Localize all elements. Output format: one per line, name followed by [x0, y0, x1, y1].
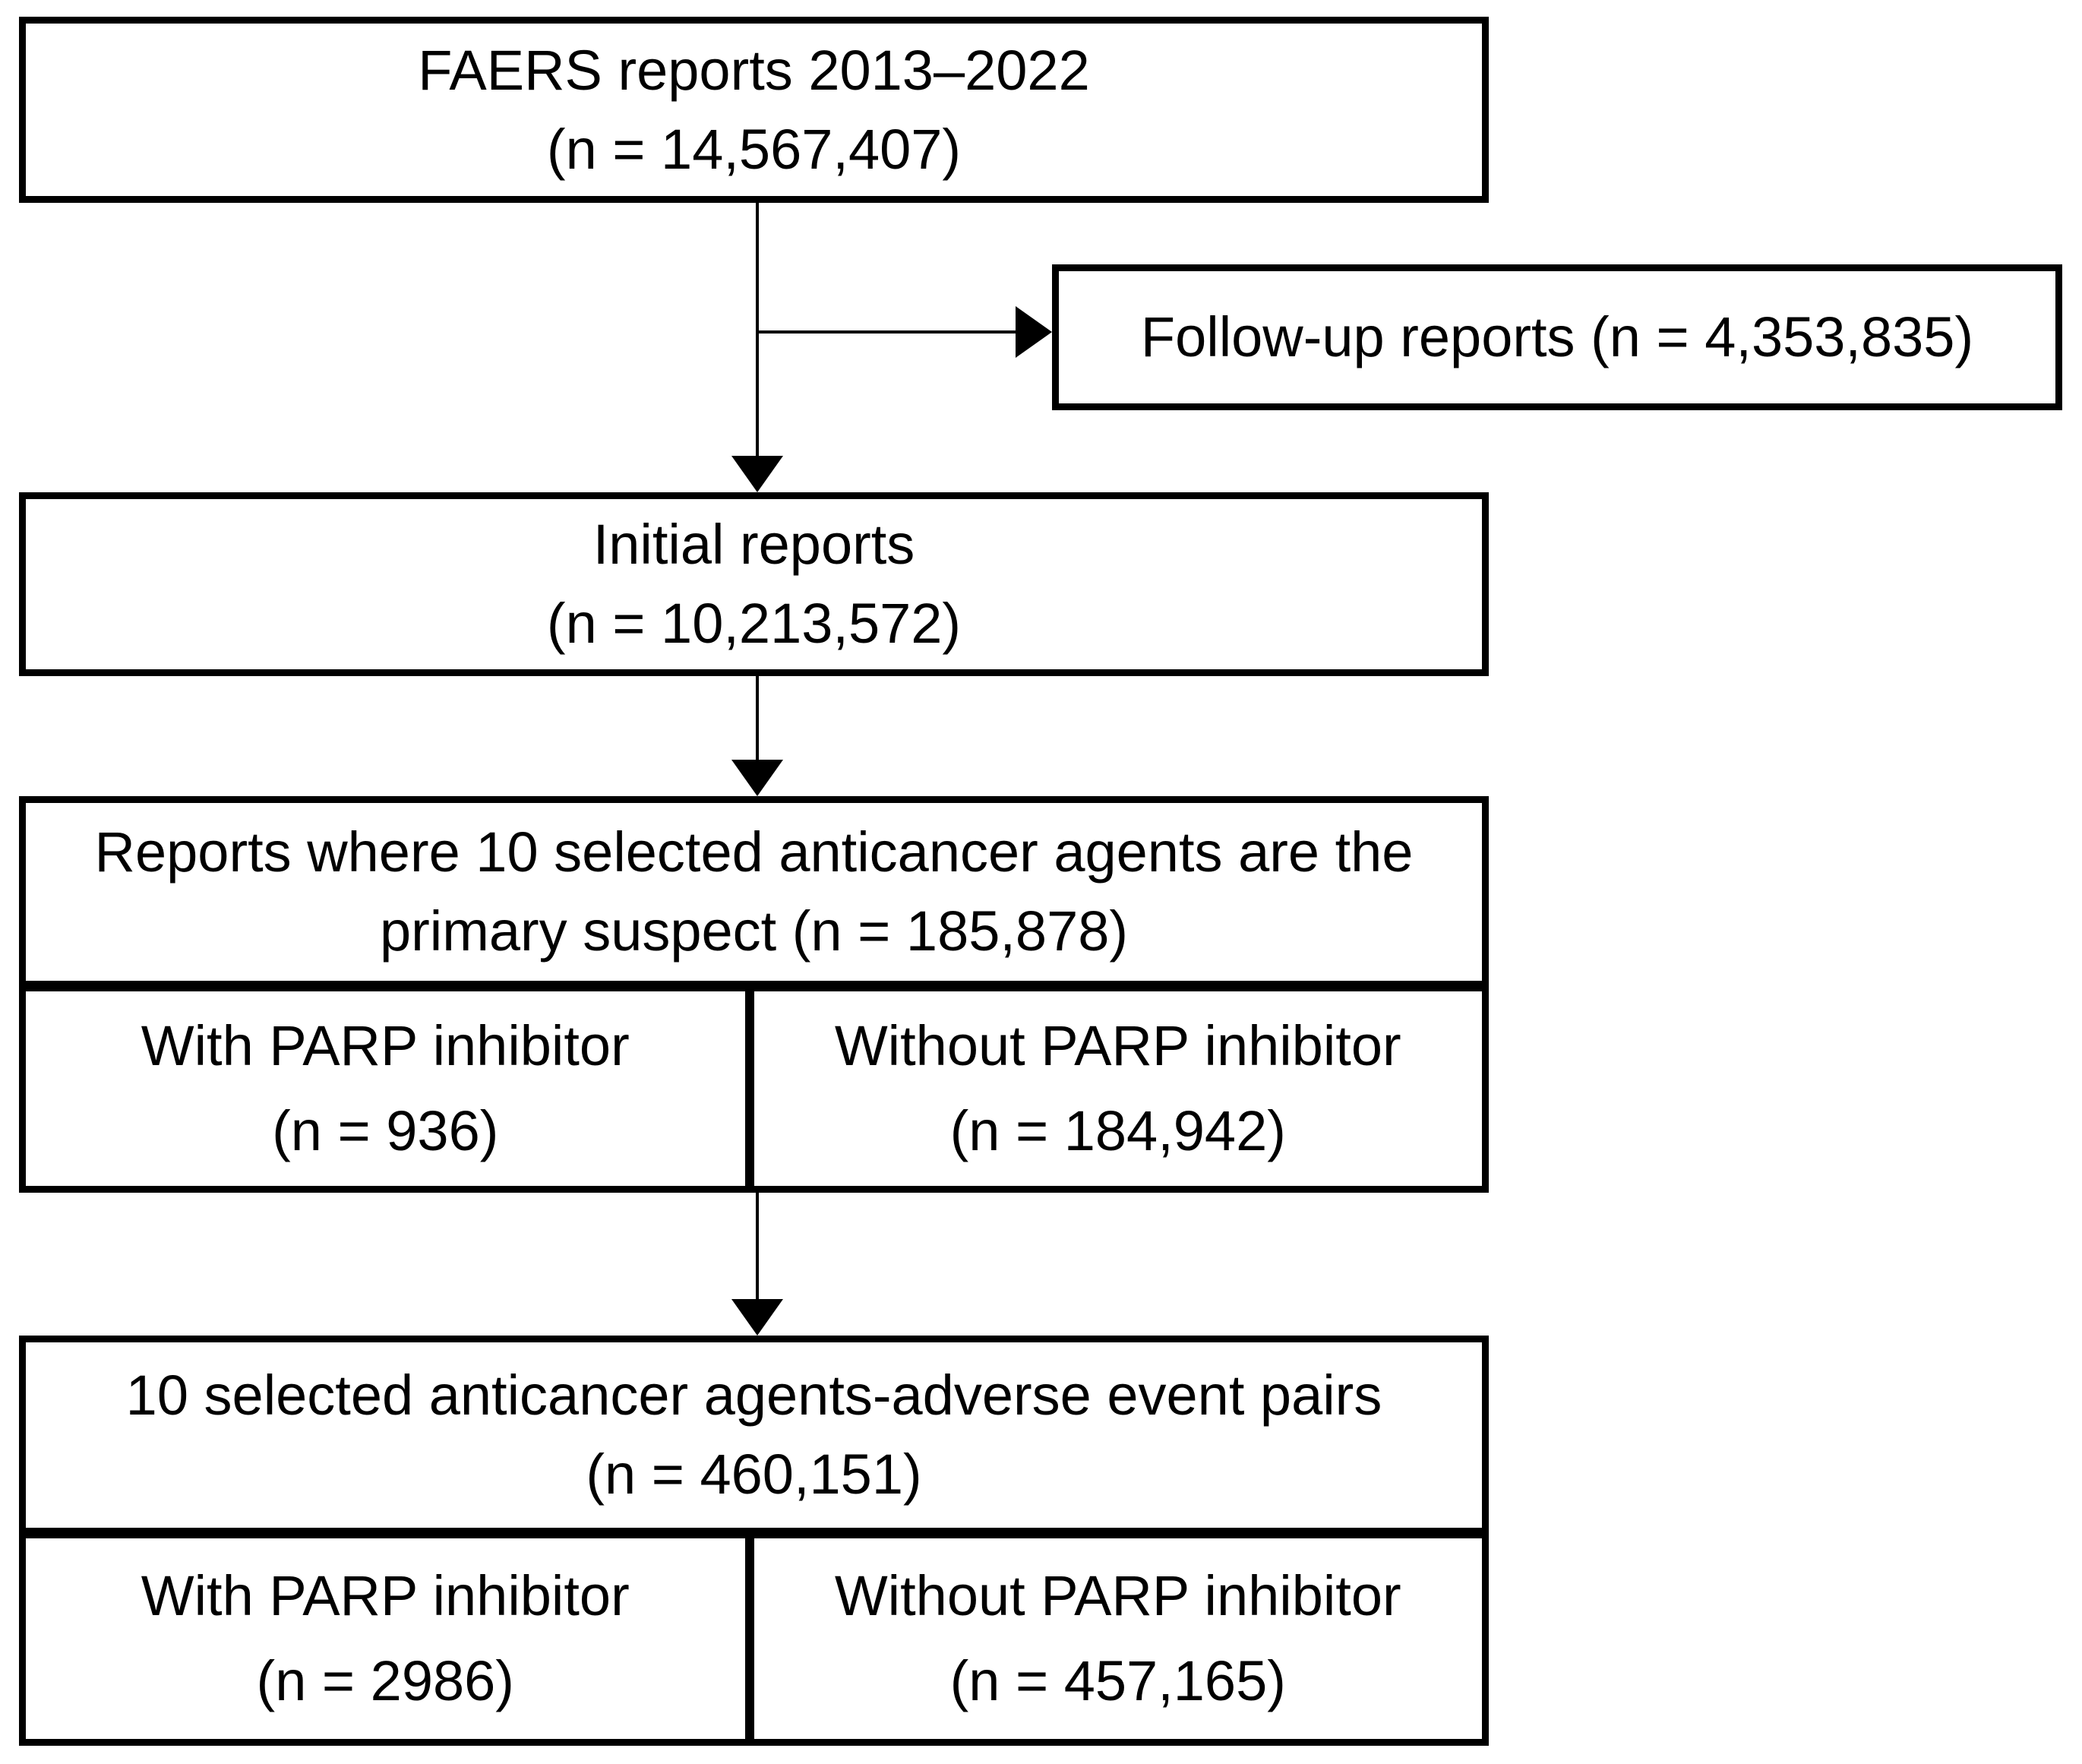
with-parp-label: With PARP inhibitor	[141, 1564, 630, 1627]
event-pairs-without-parp-cell: Without PARP inhibitor (n = 457,165)	[754, 1538, 1483, 1739]
flow-box-followup-reports: Follow-up reports (n = 4,353,835)	[1052, 264, 2062, 410]
without-parp-label: Without PARP inhibitor	[834, 1014, 1401, 1077]
arrowhead-down-icon	[731, 760, 783, 796]
connector-initial-to-primary-suspect	[756, 676, 759, 761]
initial-reports-label: Initial reports	[592, 513, 915, 576]
primary-suspect-title: Reports where 10 selected anticancer age…	[26, 803, 1482, 991]
arrowhead-down-icon	[731, 456, 783, 492]
with-parp-label: With PARP inhibitor	[141, 1014, 630, 1077]
arrowhead-down-icon	[731, 1299, 783, 1336]
faers-reports-label: FAERS reports 2013–2022	[418, 38, 1090, 102]
without-parp-label: Without PARP inhibitor	[834, 1564, 1401, 1627]
primary-suspect-split-row: With PARP inhibitor (n = 936) Without PA…	[26, 991, 1482, 1186]
primary-suspect-label-line1: Reports where 10 selected anticancer age…	[94, 820, 1414, 884]
connector-branch-to-followup	[757, 330, 1017, 334]
with-parp-count: (n = 2986)	[256, 1649, 514, 1712]
primary-suspect-label-line2: primary suspect (n = 185,878)	[379, 899, 1129, 963]
flow-box-primary-suspect-group: Reports where 10 selected anticancer age…	[19, 796, 1489, 1193]
initial-reports-count: (n = 10,213,572)	[546, 592, 962, 655]
event-pairs-title: 10 selected anticancer agents-adverse ev…	[26, 1342, 1482, 1538]
without-parp-count: (n = 184,942)	[949, 1099, 1286, 1162]
event-pairs-with-parp-cell: With PARP inhibitor (n = 2986)	[26, 1538, 754, 1739]
event-pairs-count: (n = 460,151)	[586, 1443, 922, 1506]
flow-box-event-pairs-group: 10 selected anticancer agents-adverse ev…	[19, 1336, 1489, 1746]
arrowhead-right-icon	[1016, 306, 1052, 358]
connector-primary-suspect-to-event-pairs	[756, 1193, 759, 1301]
followup-reports-label: Follow-up reports (n = 4,353,835)	[1140, 305, 1974, 368]
faers-reports-count: (n = 14,567,407)	[546, 117, 962, 181]
primary-suspect-with-parp-cell: With PARP inhibitor (n = 936)	[26, 991, 754, 1186]
with-parp-count: (n = 936)	[272, 1099, 499, 1162]
flow-box-initial-reports: Initial reports (n = 10,213,572)	[19, 492, 1489, 676]
without-parp-count: (n = 457,165)	[949, 1649, 1286, 1712]
connector-faers-to-initial	[756, 203, 759, 457]
flow-box-faers-reports: FAERS reports 2013–2022 (n = 14,567,407)	[19, 17, 1489, 203]
primary-suspect-without-parp-cell: Without PARP inhibitor (n = 184,942)	[754, 991, 1483, 1186]
event-pairs-label: 10 selected anticancer agents-adverse ev…	[125, 1364, 1382, 1427]
event-pairs-split-row: With PARP inhibitor (n = 2986) Without P…	[26, 1538, 1482, 1739]
